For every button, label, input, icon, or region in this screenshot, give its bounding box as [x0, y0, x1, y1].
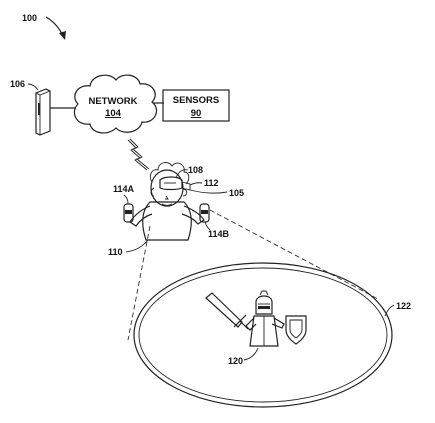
right-controller-icon	[199, 203, 210, 223]
knight-avatar	[205, 290, 307, 347]
hmd-headset-icon	[159, 176, 191, 191]
figure-number-arrowhead	[59, 31, 66, 40]
network-name-label: NETWORK	[88, 96, 137, 107]
server-ref-label: 106	[10, 79, 25, 89]
sensors-name-label: SENSORS	[173, 95, 219, 106]
right-controller-leader	[204, 221, 211, 231]
avatar-ref-label: 120	[228, 356, 243, 366]
server-leader-line	[27, 83, 39, 91]
network-cloud	[73, 74, 157, 134]
avatar-leader-line	[243, 347, 259, 361]
virtual-environment-inner	[138, 267, 388, 403]
user-leader-line	[125, 239, 149, 253]
sensors-ref-label: 90	[191, 108, 202, 119]
user-ref-label: 110	[108, 247, 123, 257]
environment-leader-line	[384, 304, 395, 317]
display-leader-line	[189, 182, 203, 186]
left-controller-icon	[123, 203, 134, 223]
server-icon	[35, 88, 51, 136]
wireless-link-icon	[127, 139, 148, 171]
sensors-box	[162, 89, 230, 122]
view-frustum-left	[127, 225, 151, 341]
view-frustum-right	[209, 209, 379, 300]
hmd-ref-label: 108	[188, 165, 203, 175]
hmd-leader-line	[175, 169, 189, 179]
left-controller-leader	[123, 194, 129, 204]
user-figure	[129, 162, 205, 241]
right-controller-ref-label: 114B	[208, 229, 230, 239]
line-ref-label: 105	[229, 188, 244, 198]
line-ref-leader	[189, 189, 228, 194]
environment-ref-label: 122	[396, 301, 411, 311]
virtual-environment-outer	[133, 262, 393, 408]
figure-number-label: 100	[22, 13, 37, 23]
display-ref-label: 112	[204, 178, 219, 188]
left-controller-ref-label: 114A	[113, 184, 135, 194]
network-ref-label: 104	[105, 108, 122, 119]
